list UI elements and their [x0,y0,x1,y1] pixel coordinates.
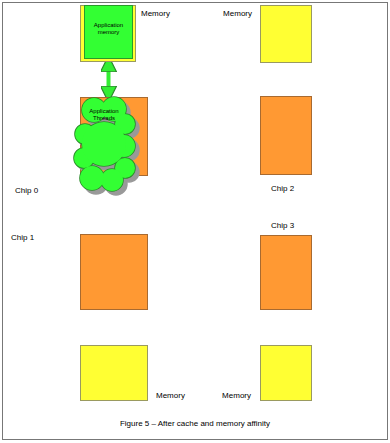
chip-box: Chip 2 [260,96,312,175]
thread-cloud: Application Threads [74,96,136,192]
box-label: Chip 3 [271,222,294,231]
cloud-text: Application Threads [83,108,125,122]
cloud-edge [74,97,135,191]
memory-box: Memory [80,345,148,401]
application-memory-box: Application memory [84,5,133,59]
box-label: Memory [222,392,251,401]
cloud-lobe [82,122,126,166]
box-label: Memory [156,392,185,401]
cloud-lobe [80,166,104,190]
chip-box: Chip 3 [260,235,312,310]
box-label: Memory [223,10,252,19]
cloud-lobe [82,122,126,166]
frame-border [3,3,388,440]
double-arrow [107,59,111,99]
box-label: Chip 2 [271,185,294,194]
box-label: Memory [141,10,170,19]
box-label: Chip 1 [11,234,34,243]
box-label: Chip 0 [15,187,38,196]
cloud-fill [74,97,135,191]
memory-box: MemoryApplication memory [80,5,136,62]
cloud-lobe [80,166,104,190]
figure-caption: Figure 5 – After cache and memory affini… [0,419,390,428]
memory-box: Memory [260,345,312,401]
chip-box: Chip 1 [80,234,148,310]
cloud-lobe [101,169,123,191]
memory-box: Memory [260,5,312,63]
cloud-lobe [101,169,123,191]
box-text: Application memory [88,22,129,36]
